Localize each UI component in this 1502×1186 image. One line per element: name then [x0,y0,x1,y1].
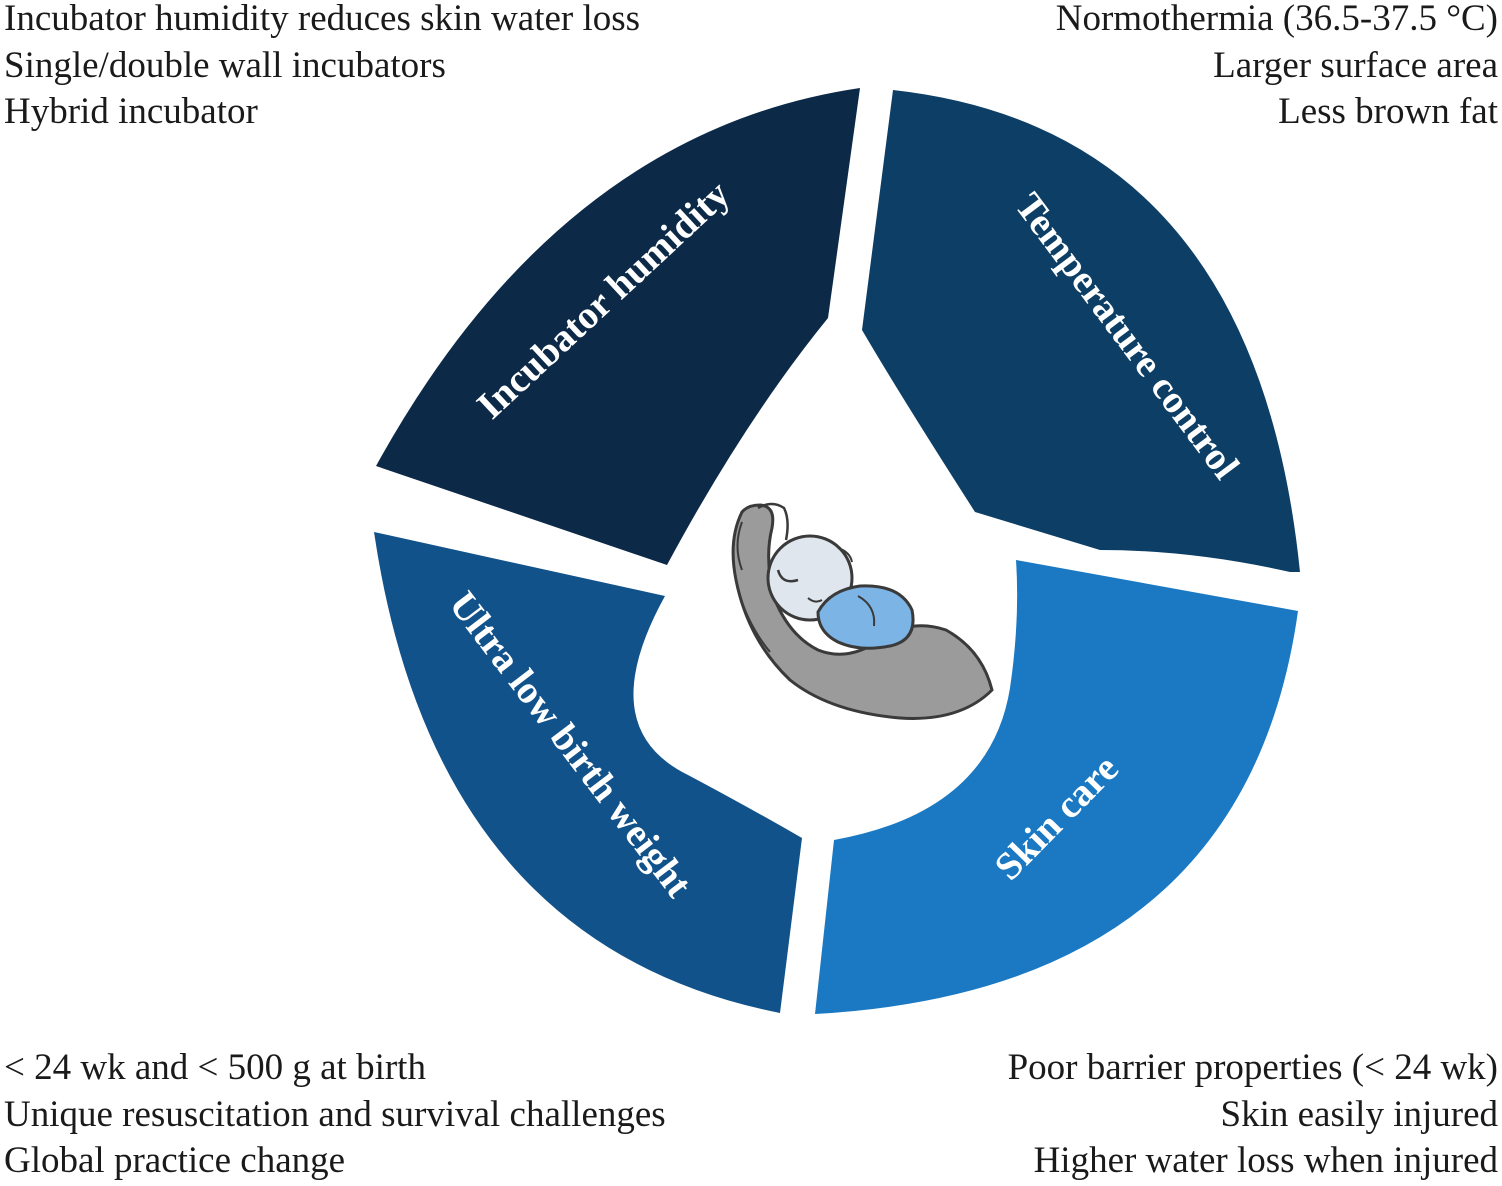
note-line: Single/double wall incubators [4,44,446,86]
skin-care-notes: Poor barrier properties (< 24 wk) Skin e… [1008,1045,1498,1185]
note-line: Skin easily injured [1220,1093,1498,1135]
temperature-control-notes: Normothermia (36.5-37.5 °C) Larger surfa… [1056,0,1498,136]
segment-skin-care [815,560,1298,1014]
note-line: Larger surface area [1213,44,1498,86]
ultra-low-birth-weight-notes: < 24 wk and < 500 g at birth Unique resu… [4,1045,666,1185]
segment-incubator-humidity [376,88,860,565]
note-line: Unique resuscitation and survival challe… [4,1093,666,1135]
incubator-humidity-notes: Incubator humidity reduces skin water lo… [4,0,640,136]
segment-temperature-control [862,90,1300,572]
note-line: Global practice change [4,1140,346,1181]
note-line: < 24 wk and < 500 g at birth [4,1047,426,1088]
note-line: Incubator humidity reduces skin water lo… [4,0,641,39]
baby-in-hand-icon [731,502,994,720]
note-line: Higher water loss when injured [1033,1140,1498,1181]
segment-ultra-low-birth-weight [374,532,802,1013]
note-line: Less brown fat [1278,91,1498,132]
note-line: Normothermia (36.5-37.5 °C) [1055,0,1498,39]
note-line: Hybrid incubator [4,91,258,132]
note-line: Poor barrier properties (< 24 wk) [1007,1047,1498,1088]
